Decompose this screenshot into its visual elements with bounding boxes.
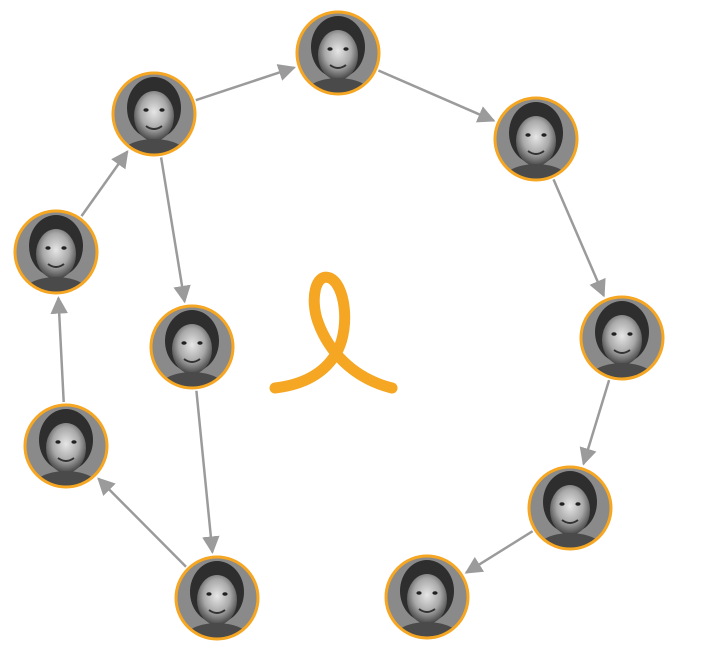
person-node-upper-left[interactable] (111, 71, 197, 179)
node-border-ring (384, 554, 470, 640)
node-border-ring (527, 465, 613, 551)
person-node-top[interactable] (295, 10, 381, 118)
arrow-bottom-center-to-left-lower (97, 477, 187, 568)
node-border-ring (493, 96, 579, 182)
arrow-upper-right-to-right (552, 178, 606, 298)
person-node-center-left[interactable] (149, 304, 235, 412)
person-portrait-photo-icon (297, 12, 379, 94)
node-border-ring (174, 555, 260, 641)
edges-layer (50, 64, 611, 574)
arrow-right-to-lower-right (579, 379, 611, 466)
node-border-ring (13, 209, 99, 295)
arrow-lower-right-to-bottom-right (464, 530, 534, 574)
person-node-lower-right[interactable] (527, 465, 613, 573)
person-node-upper-right[interactable] (493, 96, 579, 204)
person-node-bottom-right[interactable] (384, 554, 470, 662)
arrow-top-to-upper-right (377, 69, 496, 123)
person-portrait-photo-icon (151, 306, 233, 388)
arrow-left-lower-to-left-middle (50, 296, 68, 403)
node-border-ring (579, 295, 665, 381)
node-border-ring (149, 304, 235, 390)
orange-loop-ribbon-icon (269, 271, 398, 394)
person-node-left-lower[interactable] (23, 403, 109, 511)
person-portrait-photo-icon (386, 556, 468, 638)
person-node-left-middle[interactable] (13, 209, 99, 317)
person-portrait-photo-icon (25, 405, 107, 487)
person-portrait-photo-icon (15, 211, 97, 293)
node-border-ring (111, 71, 197, 157)
arrow-upper-left-to-top (195, 64, 296, 102)
nodes-layer (13, 10, 665, 663)
arrow-center-left-to-bottom-center (195, 390, 220, 554)
arrow-left-middle-to-upper-left (80, 150, 129, 217)
person-node-right[interactable] (579, 295, 665, 403)
node-border-ring (23, 403, 109, 489)
node-border-ring (295, 10, 381, 96)
person-portrait-photo-icon (495, 98, 577, 180)
person-portrait-photo-icon (529, 467, 611, 549)
person-portrait-photo-icon (113, 73, 195, 155)
person-node-bottom-center[interactable] (174, 555, 260, 663)
person-portrait-photo-icon (581, 297, 663, 379)
person-portrait-photo-icon (176, 557, 258, 639)
arrow-upper-left-to-center-left (159, 157, 191, 304)
